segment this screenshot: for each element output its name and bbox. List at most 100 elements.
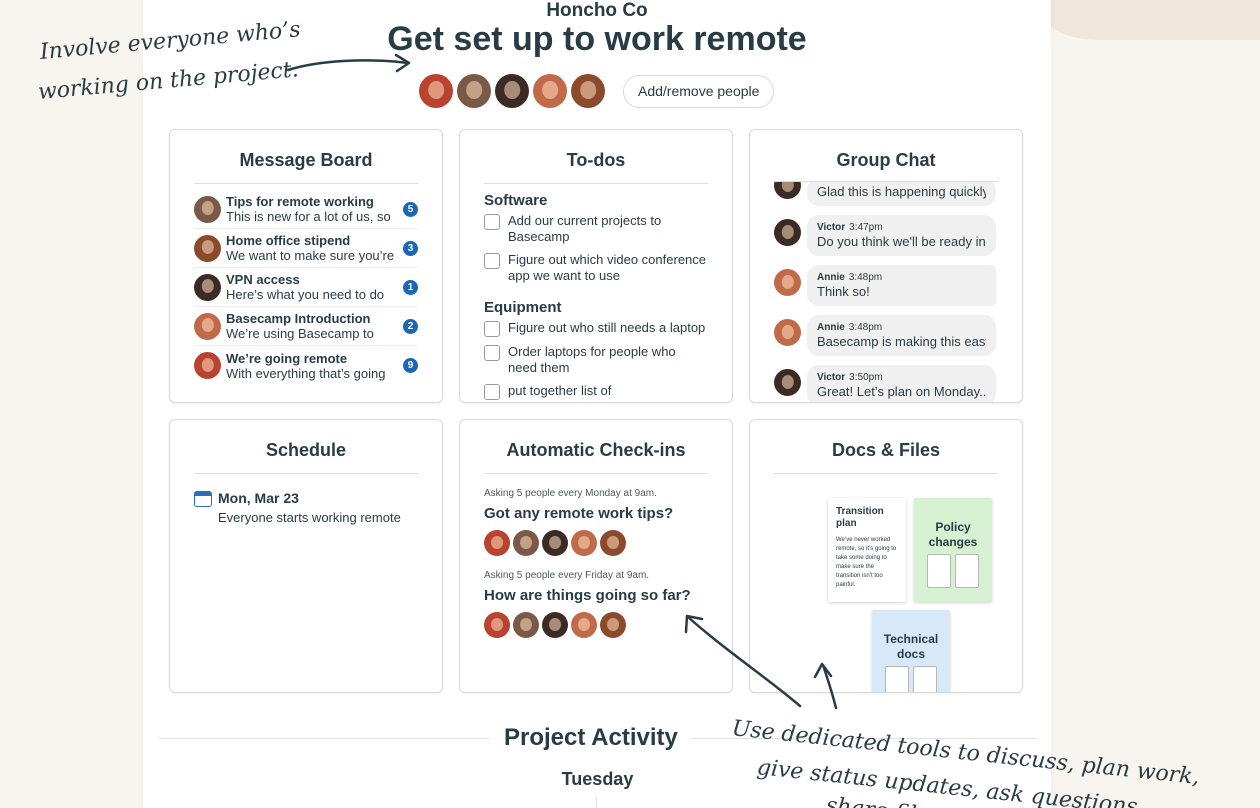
document-thumbnail[interactable]: Transition plan We’ve never worked remot… (828, 498, 906, 602)
card-title[interactable]: Docs & Files (774, 440, 998, 474)
chat-author: Annie (817, 272, 845, 283)
checkin-avatars (484, 530, 708, 556)
checkin-list: Asking 5 people every Monday at 9am. Got… (484, 482, 708, 692)
group-chat-card[interactable]: Group Chat Glad this is happening quickl… (749, 129, 1023, 403)
avatar (600, 530, 626, 556)
comment-count-badge: 1 (403, 279, 418, 295)
avatar (513, 530, 539, 556)
chat-author: Victor (817, 372, 846, 383)
todos-card[interactable]: To-dos Software Add our current projects… (459, 129, 733, 403)
todo-checkbox[interactable] (484, 214, 500, 230)
activity-title: Project Activity (490, 724, 692, 752)
schedule-event[interactable]: Mon, Mar 23 Everyone starts working remo… (194, 490, 418, 526)
todo-group-title[interactable]: Software (484, 192, 548, 209)
todo-group-title[interactable]: Equipment (484, 299, 562, 316)
list-item[interactable]: VPN access Here’s what you need to do 1 (194, 268, 418, 307)
avatar (194, 312, 221, 340)
avatar (484, 530, 510, 556)
folder-thumbnail[interactable]: Technical docs (872, 610, 950, 692)
list-item[interactable]: Tips for remote working This is new for … (194, 190, 418, 229)
calendar-icon (194, 491, 212, 507)
card-title[interactable]: To-dos (484, 150, 708, 184)
avatar (194, 234, 221, 262)
card-title[interactable]: Group Chat (774, 150, 998, 182)
checkin-schedule: Asking 5 people every Monday at 9am. (484, 488, 657, 499)
list-item[interactable]: Basecamp Introduction We’re using Baseca… (194, 307, 418, 346)
list-item[interactable]: Home office stipend We want to make sure… (194, 229, 418, 268)
chat-time: 3:47pm (849, 222, 883, 233)
todo-checkbox[interactable] (484, 253, 500, 269)
message-excerpt: With everything that’s going (226, 365, 386, 381)
avatar (774, 269, 801, 296)
todo-checkbox[interactable] (484, 384, 500, 400)
checkins-card[interactable]: Automatic Check-ins Asking 5 people ever… (459, 419, 733, 693)
todo-item: put together list of (484, 383, 708, 400)
company-name[interactable]: Honcho Co (546, 0, 648, 21)
message-subject: Tips for remote working (226, 194, 374, 209)
checkin-question[interactable]: Got any remote work tips? (484, 505, 674, 522)
docs-files-card[interactable]: Docs & Files Transition plan We’ve never… (749, 419, 1023, 693)
card-title[interactable]: Automatic Check-ins (484, 440, 708, 474)
comment-count-badge: 5 (403, 201, 418, 217)
message-excerpt: This is new for a lot of us, so (226, 209, 391, 224)
avatar[interactable] (419, 74, 453, 108)
checkin-schedule: Asking 5 people every Friday at 9am. (484, 570, 650, 581)
message-excerpt: We want to make sure you’re (226, 248, 395, 263)
message-subject: Basecamp Introduction (226, 311, 371, 326)
activity-day-heading: Tuesday (561, 769, 634, 789)
todo-list: Software Add our current projects to Bas… (484, 192, 708, 402)
todo-checkbox[interactable] (484, 345, 500, 361)
avatar[interactable] (571, 74, 605, 108)
chat-text: Do you think we'll be ready in... (817, 234, 986, 249)
avatar[interactable] (533, 74, 567, 108)
timeline-line (596, 797, 597, 808)
chat-time: 3:48pm (848, 322, 883, 333)
card-title[interactable]: Message Board (194, 150, 418, 184)
chat-text: Glad this is happening quickly. (817, 184, 986, 199)
avatar[interactable] (457, 74, 491, 108)
message-excerpt: Here’s what you need to do (226, 287, 385, 302)
message-excerpt: We’re using Basecamp to (226, 326, 374, 341)
folder-thumbnail[interactable]: Policy changes (914, 498, 992, 602)
checkin-question[interactable]: How are things going so far? (484, 587, 691, 604)
card-title[interactable]: Schedule (194, 440, 418, 474)
avatar (194, 195, 221, 223)
avatar (774, 369, 801, 396)
background-shape (1040, 0, 1260, 40)
comment-count-badge: 3 (403, 240, 418, 256)
schedule-card[interactable]: Schedule Mon, Mar 23 Everyone starts wor… (169, 419, 443, 693)
todo-text[interactable]: Figure out which video conference app we… (508, 252, 707, 283)
list-item[interactable]: We’re going remote With everything that’… (194, 346, 418, 385)
mini-doc-icon (955, 554, 979, 588)
message-subject: Home office stipend (226, 233, 351, 248)
avatar (571, 530, 597, 556)
chat-author: Annie (817, 322, 845, 333)
todo-item: Add our current projects to Basecamp (484, 213, 708, 245)
todo-checkbox[interactable] (484, 321, 500, 337)
chat-bubble: Glad this is happening quickly. (807, 182, 996, 206)
avatar (600, 612, 626, 638)
avatar (484, 612, 510, 638)
todo-text[interactable]: Order laptops for people who need them (508, 344, 676, 375)
mini-doc-icon (885, 666, 909, 692)
todo-text[interactable]: Figure out who still needs a laptop (508, 320, 706, 335)
avatar (194, 352, 221, 379)
avatar (194, 273, 221, 301)
todo-text[interactable]: put together list of (508, 383, 612, 398)
message-board-card[interactable]: Message Board Tips for remote working Th… (169, 129, 443, 403)
todo-text[interactable]: Add our current projects to Basecamp (508, 213, 662, 244)
event-description: Everyone starts working remote (218, 510, 401, 525)
add-remove-people-button[interactable]: Add/remove people (623, 74, 775, 108)
message-list: Tips for remote working This is new for … (194, 190, 418, 402)
message-subject: VPN access (226, 272, 300, 287)
avatar[interactable] (495, 74, 529, 108)
chat-text: Basecamp is making this easy. (817, 334, 986, 349)
chat-time: 3:48pm (848, 272, 883, 283)
